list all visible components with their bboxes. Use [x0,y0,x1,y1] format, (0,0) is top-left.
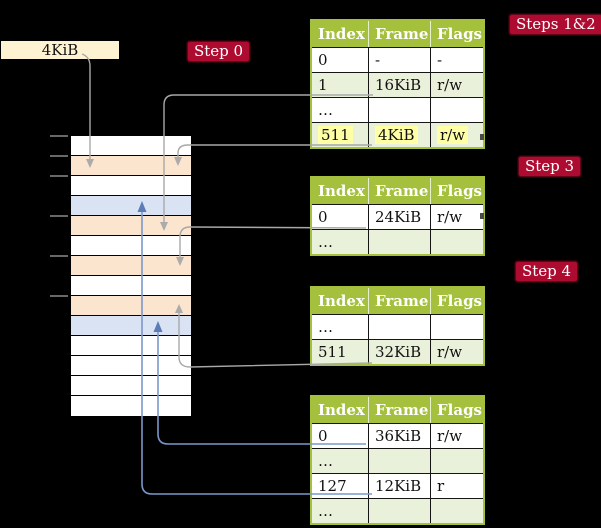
column-header-frame: Frame [368,178,430,204]
memory-frame-52kib [71,396,191,416]
table-cell: 0 [312,423,368,448]
table-cell [430,314,483,339]
table-cell: - [430,47,483,72]
table-cell: 511 [312,339,368,364]
table-cell [430,448,483,473]
memory-frame-12kib [71,196,191,216]
table-cell: 4KiB [368,122,430,147]
table-row: 0-- [312,47,483,72]
frame-4kib-box: 4KiB [1,41,119,59]
column-header-flags: Flags [430,178,483,204]
column-header-index: Index [312,288,368,314]
table-cell: - [368,47,430,72]
column-header-index: Index [312,178,368,204]
column-header-flags: Flags [430,288,483,314]
column-header-index: Index [312,21,368,47]
memory-frame-44kib [71,356,191,376]
table-cell: r/w [430,423,483,448]
table-cell: … [312,97,368,122]
table-cell: r/w [430,204,483,229]
table-cell: 16KiB [368,72,430,97]
memory-frame-24kib [71,256,191,276]
column-header-frame: Frame [368,397,430,423]
table-cell: 511 [312,122,368,147]
table-cell: … [312,314,368,339]
table-cell [430,498,483,523]
memory-frame-4kib [71,156,191,176]
column-header-flags: Flags [430,21,483,47]
column-header-frame: Frame [368,288,430,314]
memory-frame-0kib [71,136,191,156]
memory-frame-32kib [71,296,191,316]
table-row: 511 4KiB r/w [312,122,483,147]
frame-4kib-label: 4KiB [41,41,79,59]
table-cell [368,314,430,339]
column-header-flags: Flags [430,397,483,423]
table-cell: 32KiB [368,339,430,364]
table-cell: 0 [312,47,368,72]
table-cell [368,448,430,473]
memory-frame-16kib [71,216,191,236]
table-cell [368,97,430,122]
table-row: … [312,448,483,473]
table-cell: 36KiB [368,423,430,448]
table-row: … [312,229,483,254]
step0-badge: Step 0 [187,41,251,62]
table-cell [430,229,483,254]
column-header-frame: Frame [368,21,430,47]
memory-frame-8kib [71,176,191,196]
table-cell: 0 [312,204,368,229]
table-cell: r/w [430,122,483,147]
memory-address-ticks [50,135,68,297]
highlighted-value: 4KiB [375,126,418,144]
memory-column [70,135,192,417]
table-row: … [312,97,483,122]
memory-frame-28kib [71,276,191,296]
table-cell: r [430,473,483,498]
table-cell: 12KiB [368,473,430,498]
table-cell: 127 [312,473,368,498]
memory-frame-40kib [71,336,191,356]
table-row: … [312,314,483,339]
table-cell [368,229,430,254]
highlighted-value: 511 [318,126,353,144]
column-header-index: Index [312,397,368,423]
table-cell: … [312,448,368,473]
table-cell [430,97,483,122]
table-row: … [312,498,483,523]
table-cell [368,498,430,523]
step3-badge: Step 3 [518,156,582,177]
memory-frame-20kib [71,236,191,256]
memory-frame-36kib [71,316,191,336]
table-cell: 24KiB [368,204,430,229]
table-cell: … [312,498,368,523]
table-cell: r/w [430,72,483,97]
memory-frame-48kib [71,376,191,396]
table-cell: r/w [430,339,483,364]
steps12-badge: Steps 1&2 [509,14,601,35]
highlighted-value: r/w [437,126,469,144]
step4-badge: Step 4 [515,261,579,282]
table-cell: … [312,229,368,254]
table-cell: 1 [312,72,368,97]
